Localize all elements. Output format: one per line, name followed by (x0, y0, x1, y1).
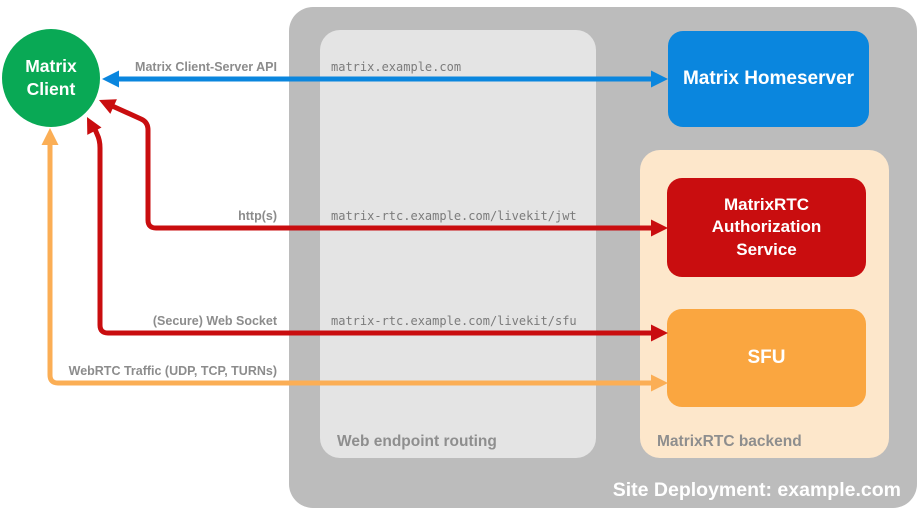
arrowhead-to-client-icon (102, 70, 119, 88)
webrtc-traffic-label: WebRTC Traffic (UDP, TCP, TURNs) (68, 364, 277, 378)
web-endpoint-routing-container: Web endpoint routing (320, 30, 596, 458)
websocket-label: (Secure) Web Socket (152, 314, 277, 328)
arrowhead-to-client-icon (87, 117, 102, 135)
client-server-api-label: Matrix Client-Server API (135, 60, 277, 74)
arrowhead-to-client-icon (41, 128, 59, 145)
arrowhead-to-client-icon (99, 99, 117, 114)
site-deployment-label: Site Deployment: example.com (612, 479, 901, 501)
endpoint-matrix-example-com: matrix.example.com (331, 60, 462, 74)
matrixrtc-backend-label: MatrixRTC backend (657, 433, 802, 450)
web-endpoint-routing-label: Web endpoint routing (337, 433, 497, 450)
matrixrtc-authorization-service-node: MatrixRTC Authorization Service (667, 178, 866, 277)
matrix-client-node: Matrix Client (2, 29, 100, 127)
matrix-homeserver-node: Matrix Homeserver (668, 31, 869, 127)
endpoint-livekit-jwt: matrix-rtc.example.com/livekit/jwt (331, 209, 577, 223)
endpoint-livekit-sfu: matrix-rtc.example.com/livekit/sfu (331, 314, 577, 328)
sfu-node: SFU (667, 309, 866, 407)
https-label: http(s) (238, 209, 277, 223)
